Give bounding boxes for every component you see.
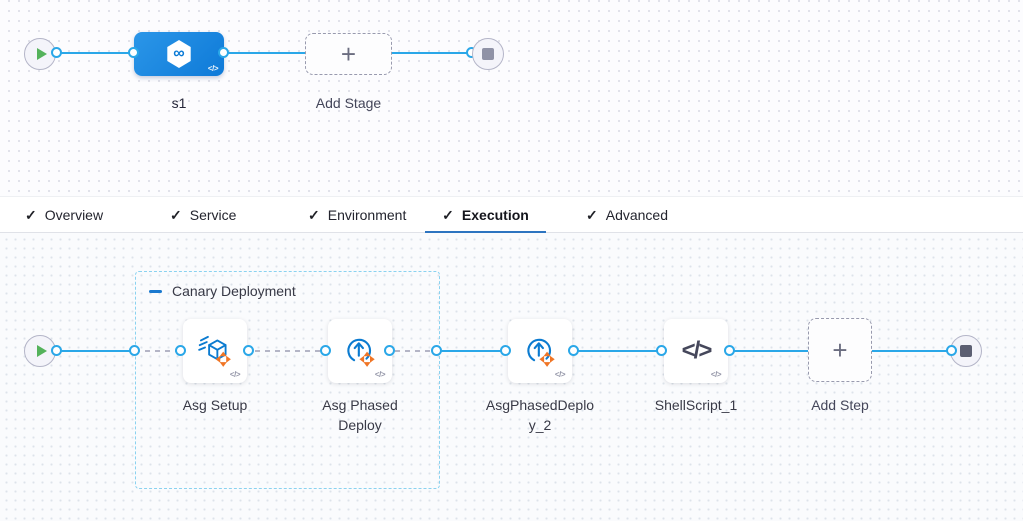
connector-port[interactable] [946,345,957,356]
tab-advanced[interactable]: ✓ Advanced [586,197,668,233]
active-tab-underline [425,231,546,234]
tab-label: Environment [327,207,407,223]
code-badge-icon[interactable]: </> [710,370,722,379]
connector-line [57,350,135,352]
play-icon [36,48,47,60]
tab-execution[interactable]: ✓ Execution [425,197,546,234]
check-icon: ✓ [170,207,182,223]
step-label: ShellScript_1 [654,397,738,413]
connector-port[interactable] [51,345,62,356]
tab-label: Overview [44,207,104,223]
add-step-label: Add Step [811,397,869,413]
connector-port[interactable] [724,345,735,356]
canary-group-header[interactable]: Canary Deployment [149,283,296,299]
tab-overview[interactable]: ✓ Overview [25,197,103,233]
step-asg-setup[interactable]: </> [183,319,247,383]
connector-port[interactable] [128,47,139,58]
tab-label: Advanced [605,207,669,223]
stage-config-tabbar: ✓ Overview ✓ Service ✓ Environment ✓ Exe… [0,196,1023,234]
infinity-glyph: ∞ [173,44,185,62]
code-badge-icon[interactable]: </> [207,64,219,73]
stage-graph-canvas[interactable]: ∞ </> + s1 Add Stage [0,0,1023,196]
step-label: Asg Setup [182,397,248,413]
shell-script-icon: </> [681,337,713,364]
asg-phased-deploy-icon [347,338,375,367]
collapse-minus-icon[interactable] [149,289,162,293]
execution-graph-canvas[interactable]: Canary Deployment [0,233,1023,521]
connector-port[interactable] [51,47,62,58]
tab-service[interactable]: ✓ Service [170,197,236,233]
tab-environment[interactable]: ✓ Environment [308,197,406,233]
stop-icon [960,345,972,357]
connector-port[interactable] [243,345,254,356]
connector-port[interactable] [656,345,667,356]
check-icon: ✓ [586,207,598,223]
asg-setup-icon [198,335,231,367]
step-label: Asg Phased Deploy [322,397,398,433]
connector-port[interactable] [320,345,331,356]
connector-port[interactable] [500,345,511,356]
code-badge-icon[interactable]: </> [229,370,241,379]
execution-start-node [24,335,56,367]
connector-port[interactable] [175,345,186,356]
connector-port[interactable] [129,345,140,356]
add-stage-label: Add Stage [315,95,382,111]
step-shell-script[interactable]: </> </> [664,319,728,383]
connector-port[interactable] [218,47,229,58]
code-badge-icon[interactable]: </> [554,370,566,379]
step-asg-phased-deploy-2[interactable]: </> [508,319,572,383]
connector-port[interactable] [568,345,579,356]
add-stage-button[interactable]: + [305,33,392,75]
stop-icon [482,48,494,60]
check-icon: ✓ [442,207,454,223]
cd-stage-icon: ∞ [167,40,191,68]
pipeline-start-node [24,38,56,70]
pipeline-end-node [472,38,504,70]
step-label: AsgPhasedDeploy_2 [485,397,595,433]
connector-port[interactable] [384,345,395,356]
add-step-button[interactable]: + [808,318,872,382]
step-asg-phased-deploy[interactable]: </> [328,319,392,383]
tab-label: Service [189,207,237,223]
plus-icon: + [832,335,848,365]
group-label: Canary Deployment [172,283,296,299]
play-icon [36,345,47,357]
check-icon: ✓ [25,207,37,223]
canary-deployment-group[interactable] [135,271,440,489]
asg-phased-deploy-icon [527,338,555,367]
plus-icon: + [340,39,357,69]
stage-node-s1[interactable]: ∞ </> [134,32,224,76]
check-icon: ✓ [308,207,320,223]
stage-label: s1 [171,95,187,111]
connector-line [57,52,472,54]
code-badge-icon[interactable]: </> [374,370,386,379]
connector-line-dashed [135,350,437,352]
connector-port[interactable] [431,345,442,356]
tab-label: Execution [461,207,529,223]
